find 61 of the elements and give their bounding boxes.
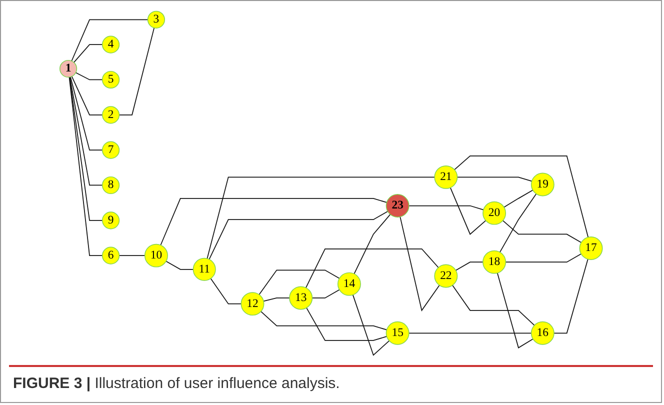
connector-line (208, 210, 388, 260)
node-circle: 18 (482, 250, 506, 274)
node-circle: 1 (59, 60, 77, 78)
connector-line (352, 294, 390, 356)
connector-line (454, 156, 588, 238)
connector-line (166, 260, 194, 270)
node-circle: 14 (337, 272, 361, 296)
node-circle: 22 (434, 264, 458, 288)
connector-line (499, 193, 537, 253)
connector-line (260, 311, 388, 330)
connector-line (68, 76, 103, 256)
node-circle: 5 (102, 70, 120, 89)
connector-line (262, 298, 290, 302)
node-circle: 11 (192, 258, 216, 281)
connector-line (118, 27, 154, 116)
node-circle: 6 (102, 246, 120, 264)
node-circle: 21 (434, 165, 458, 189)
node-circle: 7 (102, 141, 120, 159)
connector-line (450, 187, 486, 235)
connector-line (553, 258, 588, 334)
connector-line (408, 205, 484, 210)
connector-line (118, 255, 146, 256)
connector-line (71, 19, 148, 62)
connector-line (73, 44, 103, 63)
connector-line (455, 262, 484, 271)
connector-line (68, 76, 103, 221)
node-circle: 9 (102, 212, 120, 230)
connector-line (354, 214, 391, 274)
node-circle: 17 (579, 236, 603, 260)
connector-line (456, 176, 532, 182)
node-circle: 19 (530, 172, 554, 196)
figure-caption: FIGURE 3 | Illustration of user influence analysis. (9, 365, 653, 402)
connector-line (503, 190, 534, 208)
connector-line (502, 220, 582, 243)
connector-line (160, 198, 388, 246)
node-circle: 20 (482, 201, 506, 225)
connector-line (70, 76, 103, 151)
connector-line (210, 278, 242, 304)
connector-line (75, 72, 103, 80)
node-circle: 10 (144, 244, 168, 268)
connector-line (312, 289, 340, 298)
connector-line (505, 253, 582, 262)
connector-line (452, 284, 535, 326)
connector-line (69, 76, 103, 186)
connector-line (400, 216, 440, 312)
node-circle: 3 (147, 10, 165, 28)
node-circle: 12 (240, 292, 264, 316)
node-circle: 15 (386, 321, 410, 345)
node-circle: 16 (530, 321, 554, 345)
connector-line (305, 248, 439, 288)
connector-line (306, 307, 388, 341)
connector-line (408, 332, 532, 334)
node-circle: 13 (289, 286, 312, 310)
connector-line (206, 176, 435, 260)
node-circle: 8 (102, 176, 120, 194)
node-circle: 23 (386, 194, 410, 218)
connector-line (71, 76, 103, 116)
connector-line (496, 272, 534, 348)
node-circle: 4 (102, 36, 120, 54)
node-circle: 2 (102, 106, 120, 124)
connector-line (258, 270, 340, 296)
